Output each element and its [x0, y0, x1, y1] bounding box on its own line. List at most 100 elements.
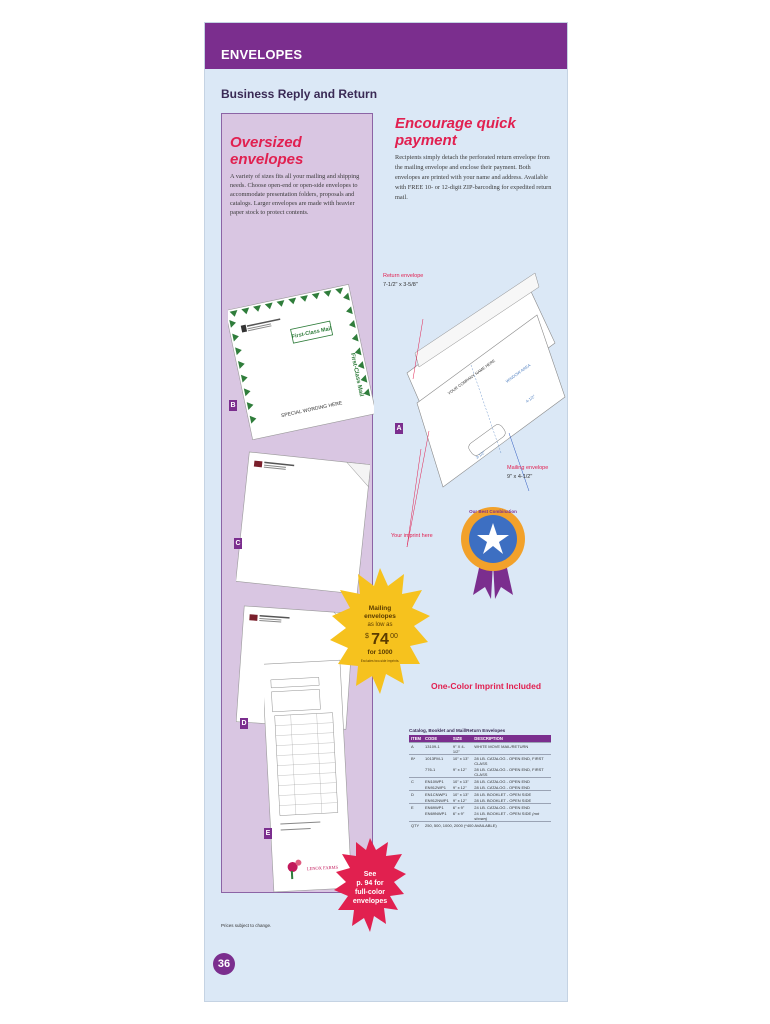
one-color-imprint: One-Color Imprint Included	[431, 681, 542, 691]
cell-description: 28 LB. BOOKLET - OPEN SIDE	[472, 790, 551, 797]
cell-description: WHITE MOVE MAIL/RETURN	[472, 742, 551, 755]
cell-code: 1013FM-1	[423, 754, 451, 766]
cell-description: 28 LB. CATALOG - OPEN END	[474, 784, 530, 790]
svg-text:envelopes: envelopes	[364, 613, 396, 620]
svg-text:$: $	[365, 633, 369, 640]
section-banner: ENVELOPES	[205, 23, 567, 69]
cell-size: 6" x 9"	[450, 803, 473, 810]
quick-payment-heading: Encourage quick payment	[395, 115, 516, 149]
cell-item: QTY	[409, 821, 424, 828]
svg-text:See: See	[364, 871, 377, 878]
oversized-heading: Oversized envelopes	[230, 134, 304, 168]
table-title: Catalog, Booklet and Mail/Return Envelop…	[409, 728, 506, 733]
table-row: E EN69WP1 6" x 9" 24 LB. CATALOG - OPEN …	[409, 803, 551, 810]
cell-description: 24 LB. BOOKLET - OPEN SIDE (not shown)	[474, 810, 540, 821]
not-shown-note: (not shown)	[474, 810, 540, 821]
oversized-envelopes-panel: Oversized envelopes A variety of sizes f…	[221, 113, 430, 932]
cell-code: 776-1	[425, 766, 436, 772]
cell-size: 9" x 12"	[452, 784, 467, 790]
svg-text:Mailing: Mailing	[369, 605, 391, 612]
envelope-a-label: A	[395, 423, 403, 434]
cell-code: EN912WP1	[425, 784, 446, 790]
svg-text:Our Best Combination: Our Best Combination	[469, 509, 517, 514]
catalog-page: ENVELOPES Business Reply and Return Over…	[204, 22, 568, 1002]
table-row: A 13109-1 9" X 4-1/2" WHITE MOVE MAIL/RE…	[409, 742, 551, 755]
cell-code: EN10WP1	[423, 777, 451, 784]
cell-size: 9" x 12"	[452, 797, 467, 803]
svg-text:envelopes: envelopes	[353, 898, 387, 905]
cell-code: EN912NWP1	[425, 797, 449, 803]
section-title: ENVELOPES	[221, 47, 303, 62]
svg-text:for 1000: for 1000	[368, 649, 393, 656]
col-code: CODE	[423, 735, 451, 743]
cell-size: 9" x 12"	[452, 766, 467, 772]
page-number: 36	[213, 953, 235, 975]
envelope-spec-table-wrap: Catalog, Booklet and Mail/Return Envelop…	[409, 728, 551, 828]
cell-size: 9" X 4-1/2"	[450, 742, 473, 755]
cell-size: 10" x 13"	[450, 790, 473, 797]
envelope-a-illustration: YOUR COMPANY NAME HERE WINDOW AREA 4-1/2…	[406, 272, 566, 548]
envelope-e-illustration: LENOX FARMS	[264, 659, 353, 893]
table-row: D EN1CNWP1 10" x 13" 28 LB. BOOKLET - OP…	[409, 790, 551, 797]
cell-description: 28 LB. CATALOG - OPEN END, FIRST CLASS	[472, 754, 551, 766]
mailing-envelope-size: 9" x 4-1/2"	[507, 474, 533, 480]
table-row: EN912NWP1 9" x 12" 28 LB. BOOKLET - OPEN…	[409, 797, 551, 804]
svg-text:74: 74	[371, 631, 389, 648]
full-color-starburst: See p. 94 for full-color envelopes	[334, 838, 406, 932]
best-combination-badge: Our Best Combination	[461, 507, 525, 599]
cell-item: C	[409, 777, 424, 784]
cell-item: D	[409, 790, 424, 797]
cell-item	[409, 810, 423, 822]
oversized-description: A variety of sizes fits all your mailing…	[230, 173, 360, 216]
table-row: EN912WP1 9" x 12" 28 LB. CATALOG - OPEN …	[409, 784, 551, 791]
prices-note: Prices subject to change.	[221, 923, 272, 928]
mailing-envelope-label: Mailing envelope	[507, 465, 549, 471]
return-envelope-size: 7-1/2" x 3-5/8"	[383, 282, 418, 288]
cell-item: A	[409, 742, 424, 755]
return-envelope-label: Return envelope	[383, 273, 424, 279]
col-size: SIZE	[450, 735, 473, 743]
svg-text:LENOX FARMS: LENOX FARMS	[307, 865, 339, 872]
cell-code: EN69NWP1	[425, 810, 447, 816]
envelope-b-illustration: First-Class Mail SPECIAL WORDING HERE Fi…	[228, 284, 374, 441]
svg-text:full-color: full-color	[355, 889, 385, 896]
envelope-b-label: B	[229, 400, 237, 411]
table-row: EN69NWP1 6" x 9" 24 LB. BOOKLET - OPEN S…	[409, 810, 551, 822]
cell-item: B*	[409, 754, 424, 766]
cell-code: EN1CNWP1	[423, 790, 451, 797]
envelope-d-label: D	[240, 718, 248, 729]
svg-text:as low as: as low as	[367, 622, 392, 628]
cell-description: 28 LB. CATALOG - OPEN END	[472, 777, 551, 784]
svg-text:p. 94 for: p. 94 for	[356, 880, 384, 887]
cell-description: 28 LB. BOOKLET - OPEN SIDE	[474, 797, 532, 803]
price-starburst: Mailing envelopes as low as $ 74 00 for …	[330, 568, 430, 694]
svg-text:4-1/2": 4-1/2"	[525, 393, 537, 404]
svg-text:00: 00	[390, 633, 398, 640]
cell-code: 13109-1	[423, 742, 451, 755]
cell-item	[409, 766, 423, 778]
envelope-e-label: E	[264, 828, 272, 839]
svg-text:Excludes two-side imprints.: Excludes two-side imprints.	[361, 659, 400, 663]
page-subtitle: Business Reply and Return	[221, 87, 378, 101]
cell-size: 10" x 13"	[450, 777, 473, 784]
table-row: C EN10WP1 10" x 13" 28 LB. CATALOG - OPE…	[409, 777, 551, 784]
quick-payment-description: Recipients simply detach the perforated …	[395, 154, 552, 201]
envelope-spec-table: ITEM CODE SIZE DESCRIPTION A 13109-1 9" …	[409, 735, 551, 828]
cell-size: 6" x 9"	[452, 810, 465, 816]
table-row: QTY 250, 500, 1000, 2000 (*400 AVAILABLE…	[409, 821, 551, 828]
table-row: B* 1013FM-1 10" x 13" 28 LB. CATALOG - O…	[409, 754, 551, 766]
svg-text:3-1/2": 3-1/2"	[475, 449, 487, 460]
cell-description: 24 LB. CATALOG - OPEN END	[472, 803, 551, 810]
col-description: DESCRIPTION	[472, 735, 551, 743]
envelope-c-label: C	[234, 538, 242, 549]
imprint-label: Your imprint here	[391, 533, 433, 539]
table-row: 776-1 9" x 12" 28 LB. CATALOG - OPEN END…	[409, 766, 551, 778]
table-header-row: ITEM CODE SIZE DESCRIPTION	[409, 735, 551, 743]
cell-description: 28 LB. CATALOG - OPEN END, FIRST CLASS	[474, 766, 544, 777]
cell-qty: 250, 500, 1000, 2000 (*400 AVAILABLE)	[423, 821, 551, 828]
envelope-c-illustration	[236, 451, 370, 595]
cell-item: E	[409, 803, 424, 810]
cell-code: EN69WP1	[423, 803, 451, 810]
cell-size: 10" x 13"	[450, 754, 473, 766]
col-item: ITEM	[409, 735, 424, 743]
